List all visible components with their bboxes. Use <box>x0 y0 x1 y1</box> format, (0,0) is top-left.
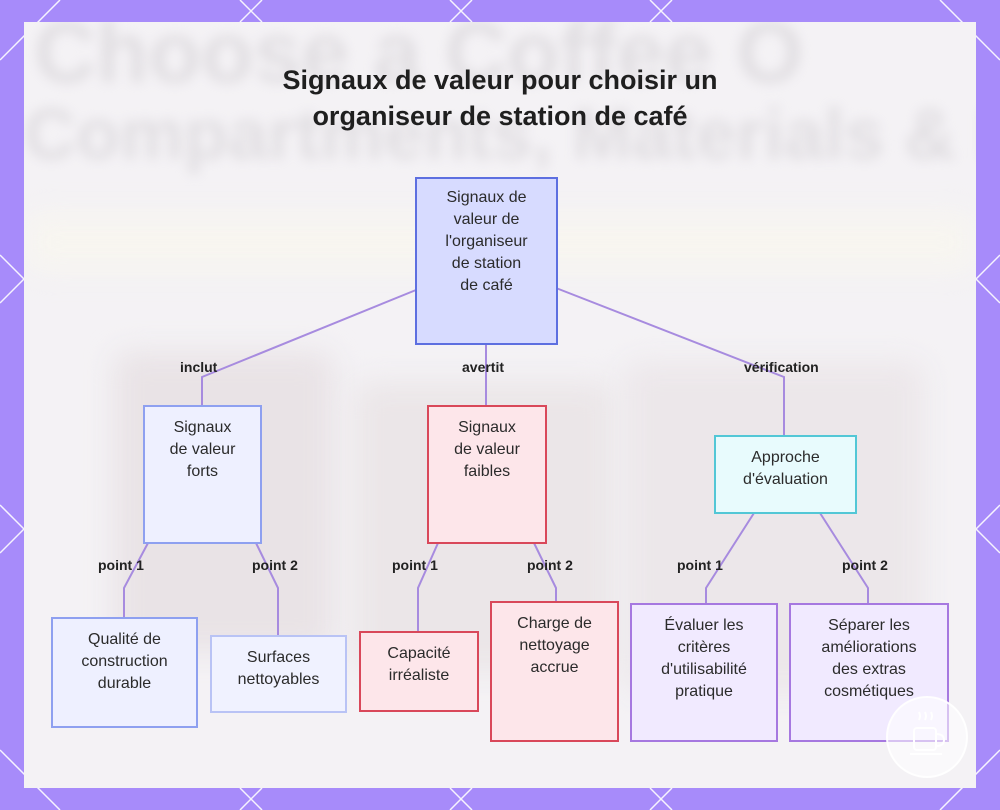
edge-label-strong-point-2: point 2 <box>252 557 298 573</box>
edge-strong-cleanable <box>255 542 279 636</box>
edge-label-weak-point-2: point 2 <box>527 557 573 573</box>
node-strong-line: de valeur <box>169 441 236 458</box>
node-separate-line: améliorations <box>821 639 917 656</box>
node-strong-signals: Signaux de valeur forts <box>143 405 262 544</box>
node-root-line: de station <box>451 255 522 272</box>
edge-weak-unrealistic <box>417 542 439 632</box>
diagram-title: Signaux de valeur pour choisir un organi… <box>24 62 976 134</box>
edge-root-strong <box>201 289 417 406</box>
node-cleanable-line: Surfaces <box>246 649 311 666</box>
background-text-line-1: Choose a Coffee O <box>34 22 804 101</box>
node-strong-line: Signaux <box>173 419 232 436</box>
node-root-line: de café <box>460 277 513 294</box>
node-cleaning-line: nettoyage <box>519 637 590 654</box>
edge-approach-separate <box>819 512 869 604</box>
node-unrealistic-line: irréaliste <box>388 667 450 684</box>
node-evaluation-approach: Approche d'évaluation <box>714 435 857 514</box>
edge-weak-cleaning <box>533 542 557 602</box>
node-weak-line: de valeur <box>454 441 520 458</box>
edge-label-strong-point-1: point 1 <box>98 557 144 573</box>
node-cleaning-line: accrue <box>530 659 579 676</box>
background-text-line-2: Compartments, Materials & L <box>24 95 976 175</box>
node-strong-line: forts <box>186 463 219 480</box>
node-separate-line: des extras <box>832 661 906 678</box>
node-root-line: valeur de <box>453 211 520 228</box>
node-usability-line: Évaluer les <box>664 617 744 634</box>
node-weak-line: faibles <box>463 463 511 480</box>
node-root-line: l'organiseur <box>445 233 528 250</box>
edge-label-avertit: avertit <box>462 359 505 375</box>
coffee-cup-logo-icon <box>886 696 968 778</box>
node-separate-line: Séparer les <box>828 617 910 634</box>
edge-label-inclut: inclut <box>180 359 218 375</box>
diagram-edges <box>123 287 869 636</box>
title-line-2: organiseur de station de café <box>312 101 688 131</box>
edge-strong-durable <box>123 542 149 618</box>
node-cleaning-line: Charge de <box>517 615 592 632</box>
edge-approach-usability <box>705 512 755 604</box>
node-cleanable-line: nettoyables <box>237 671 320 688</box>
node-unrealistic-capacity: Capacité irréaliste <box>359 631 479 712</box>
node-usability-line: pratique <box>675 683 733 700</box>
node-durable-line: durable <box>97 675 152 692</box>
diagram-card: Choose a Coffee O Compartments, Material… <box>24 22 976 788</box>
edge-label-approach-point-1: point 1 <box>677 557 723 573</box>
node-root: Signaux de valeur de l'organiseur de sta… <box>415 177 558 345</box>
node-usability-line: critères <box>677 639 731 656</box>
edge-label-verification: vérification <box>744 359 819 375</box>
edge-label-approach-point-2: point 2 <box>842 557 888 573</box>
node-approach-line: Approche <box>751 449 820 466</box>
node-weak-signals: Signaux de valeur faibles <box>427 405 547 544</box>
node-root-line: Signaux de <box>446 189 527 206</box>
node-durable-quality: Qualité de construction durable <box>51 617 198 728</box>
edge-label-weak-point-1: point 1 <box>392 557 438 573</box>
node-cleanable-surfaces: Surfaces nettoyables <box>210 635 347 713</box>
node-separate-line: cosmétiques <box>824 683 914 700</box>
node-unrealistic-line: Capacité <box>387 645 451 662</box>
node-weak-line: Signaux <box>458 419 516 436</box>
title-line-1: Signaux de valeur pour choisir un <box>282 65 718 95</box>
node-durable-line: Qualité de <box>88 631 161 648</box>
node-usability-criteria: Évaluer les critères d'utilisabilité pra… <box>630 603 778 742</box>
edge-root-approach <box>555 287 785 436</box>
node-usability-line: d'utilisabilité <box>661 661 747 678</box>
node-cleaning-load: Charge de nettoyage accrue <box>490 601 619 742</box>
node-approach-line: d'évaluation <box>743 471 828 488</box>
node-durable-line: construction <box>81 653 168 670</box>
